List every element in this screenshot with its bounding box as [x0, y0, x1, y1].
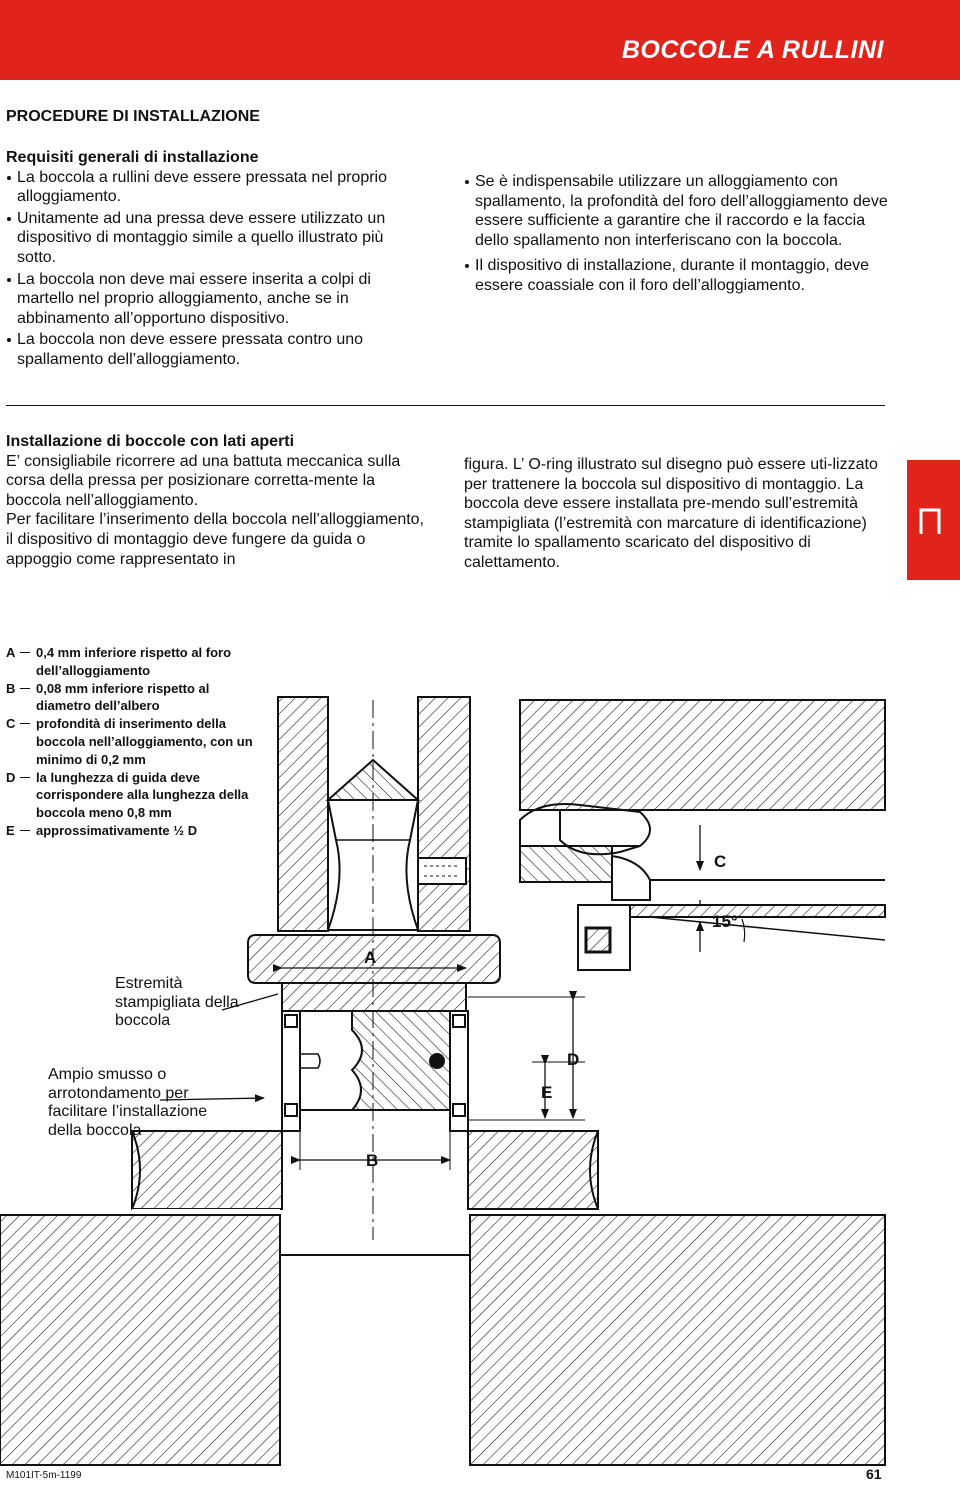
section-divider: [6, 405, 885, 406]
open-end-paragraph-3: figura. L’ O-ring illustrato sul disegno…: [464, 456, 878, 571]
open-end-paragraph-2: Per facilitare l’inserimento della bocco…: [6, 511, 424, 568]
dimension-label-a: A: [364, 948, 377, 967]
list-item: Unitamente ad una pressa deve essere uti…: [6, 209, 426, 268]
legend-text: la lunghezza di guida deve corrispondere…: [36, 769, 249, 821]
legend-text: profondità di inserimento della boccola …: [36, 716, 253, 767]
legend-text: 0,4 mm inferiore rispetto al foro dell’a…: [36, 645, 232, 678]
page-number: 61: [866, 1466, 882, 1482]
legend-item-e: E approssimativamente ½ D: [6, 822, 266, 840]
legend-item-c: C profondità di inserimento della boccol…: [6, 715, 266, 768]
general-requirements-left: Requisiti generali di installazione La b…: [6, 148, 426, 372]
legend-item-d: D la lunghezza di guida deve corrisponde…: [6, 769, 266, 822]
open-end-left: Installazione di boccole con lati aperti…: [6, 432, 426, 569]
needle-bushing-icon: [919, 508, 941, 534]
list-item: Se è indispensabile utilizzare un allogg…: [464, 172, 894, 250]
legend-text: 0,08 mm inferiore rispetto al diametro d…: [36, 680, 210, 714]
housing: [0, 1130, 886, 1466]
list-item: Il dispositivo di installazione, durante…: [464, 256, 894, 295]
general-requirements-right: Se è indispensabile utilizzare un allogg…: [464, 172, 894, 298]
open-end-paragraph-1: E’ consigliabile ricorrere ad una battut…: [6, 452, 401, 509]
legend-key: D: [6, 769, 16, 785]
side-tab: [907, 460, 960, 580]
stamped-end-leader: [221, 993, 279, 1011]
legend-dash: [18, 822, 32, 840]
bullet-list-right: Se è indispensabile utilizzare un allogg…: [464, 172, 894, 296]
set-screw: [417, 857, 467, 885]
list-item: La boccola a rullini deve essere pressat…: [6, 168, 426, 207]
list-item: La boccola non deve essere pressata cont…: [6, 330, 426, 369]
stamped-end-callout: Estremità stampigliata della boccola: [115, 975, 239, 1029]
list-item: La boccola non deve mai essere inserita …: [6, 270, 426, 329]
document-code: M101IT-5m-1199: [6, 1470, 82, 1481]
legend-item-b: B 0,08 mm inferiore rispetto al diametro…: [6, 680, 266, 716]
dimension-label-b: B: [366, 1151, 379, 1170]
angle-label: 15°: [712, 912, 738, 931]
header-bar: BOCCOLE A RULLINI: [0, 0, 960, 80]
legend-key: E: [6, 822, 15, 838]
chamfer-callout: Ampio smusso o arrotondamento per facili…: [48, 1066, 208, 1139]
chamfer-leader: [159, 1094, 265, 1103]
open-end-right: figura. L’ O-ring illustrato sul disegno…: [464, 455, 894, 573]
legend-dash: [18, 715, 32, 768]
legend-key: C: [6, 716, 16, 732]
bullet-list-left: La boccola a rullini deve essere pressat…: [6, 168, 426, 370]
legend-text: approssimativamente ½ D: [36, 822, 198, 838]
press-ram: [277, 696, 471, 932]
dimension-label-d: D: [567, 1050, 580, 1069]
legend-item-a: A 0,4 mm inferiore rispetto al foro dell…: [6, 644, 266, 680]
legend-key: A: [6, 645, 16, 660]
legend-dash: [18, 769, 32, 822]
dimension-label-e: E: [541, 1083, 553, 1102]
legend-dash: [18, 680, 32, 716]
legend-dash: [18, 644, 32, 680]
general-requirements-heading: Requisiti generali di installazione: [6, 149, 259, 166]
dimension-label-c: C: [714, 852, 727, 871]
tool-pilot: [281, 982, 469, 1132]
detail-view: [519, 699, 886, 971]
legend-key: B: [6, 680, 16, 696]
header-title: BOCCOLE A RULLINI: [621, 36, 884, 64]
section-title: PROCEDURE DI INSTALLAZIONE: [6, 108, 260, 125]
dimension-legend: A 0,4 mm inferiore rispetto al foro dell…: [6, 644, 266, 840]
open-end-heading: Installazione di boccole con lati aperti: [6, 433, 295, 450]
